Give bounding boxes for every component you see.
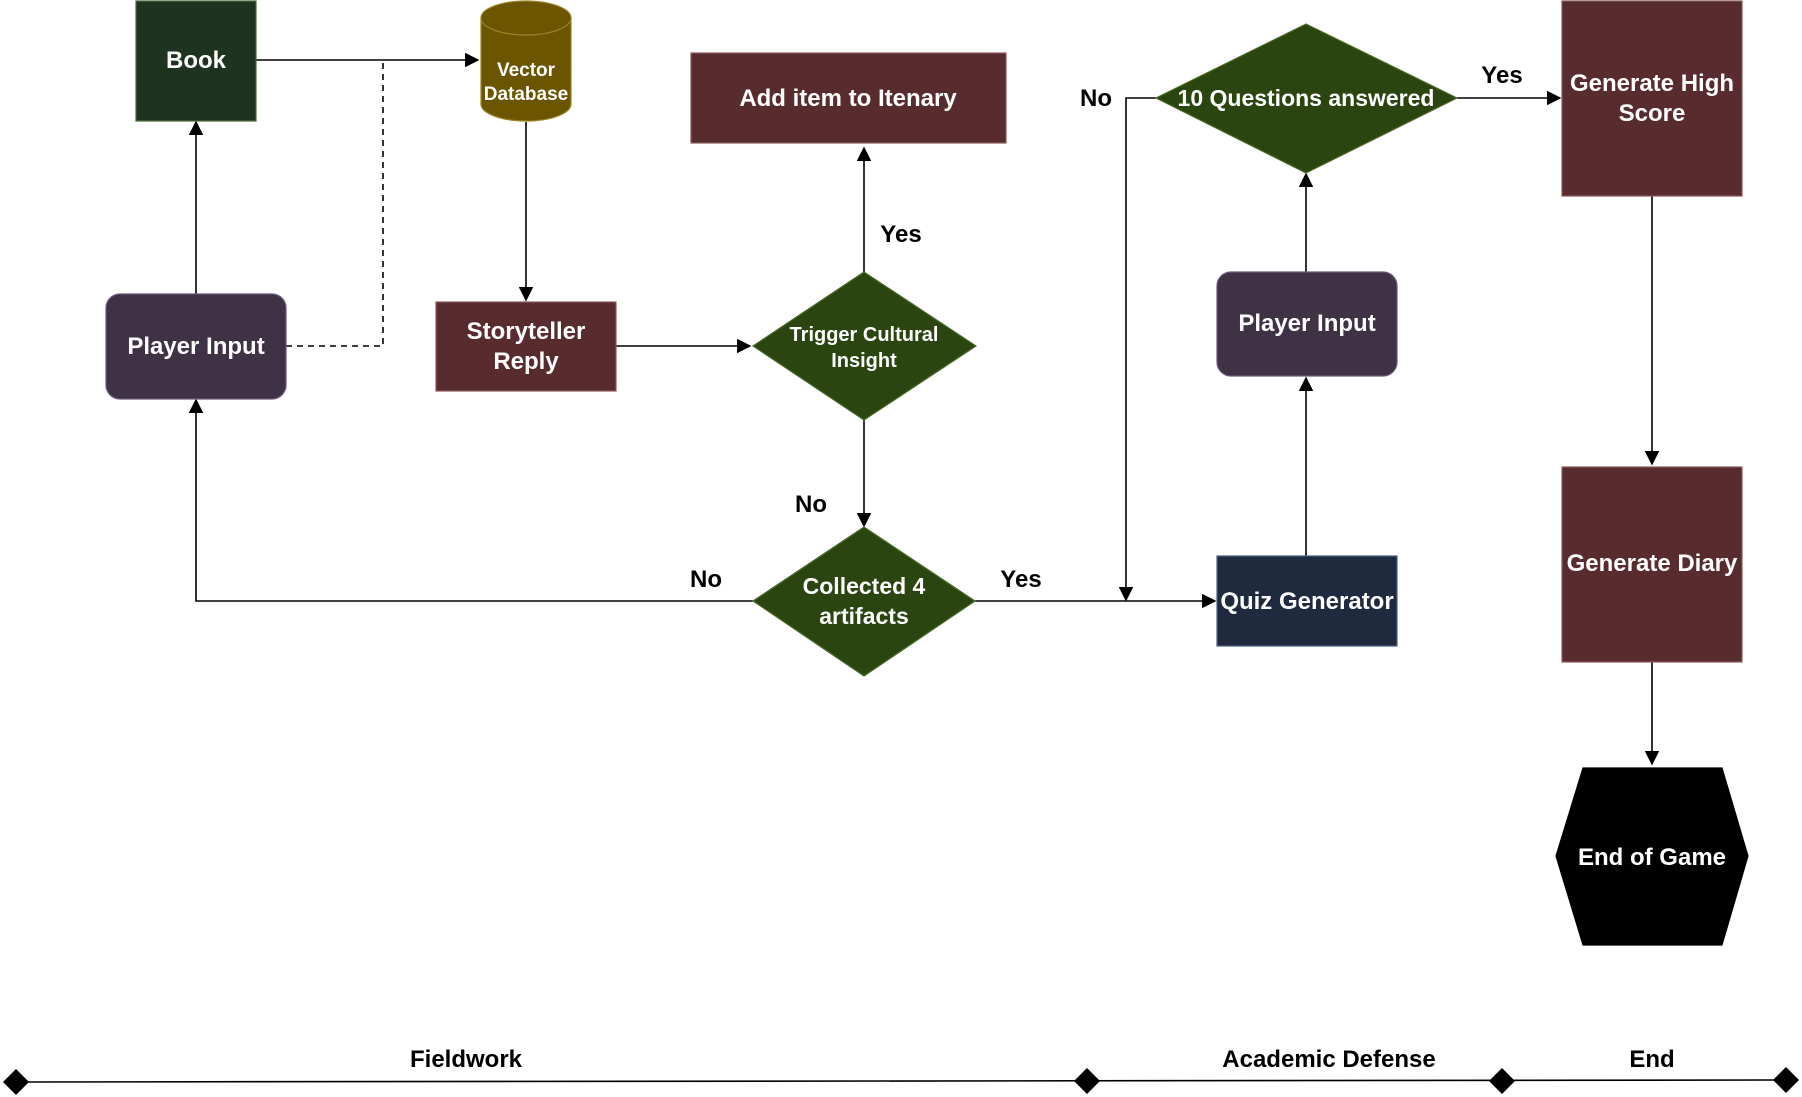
player-input-2-label: Player Input	[1238, 310, 1375, 337]
generate-diary-node: Generate Diary	[1561, 466, 1743, 663]
phase-label-end: End	[1629, 1046, 1674, 1073]
diary-box	[1561, 466, 1743, 663]
timeline-marker-fieldwork-end	[1074, 1068, 1100, 1094]
end-of-game-label: End of Game	[1578, 844, 1726, 871]
storyteller-reply-label-line2: Reply	[493, 348, 559, 375]
quiz-generator-label: Quiz Generator	[1220, 588, 1393, 615]
player-input-2-box	[1216, 271, 1398, 377]
timeline: Fieldwork Academic Defense End	[3, 1046, 1799, 1095]
player-input-1-label: Player Input	[127, 333, 264, 360]
questions-no-label: No	[1080, 85, 1112, 112]
trigger-diamond	[751, 271, 978, 421]
vector-database-node: Vector Database	[480, 0, 572, 122]
vector-db-top	[480, 0, 572, 36]
high-score-label-line1: Generate High	[1570, 70, 1734, 97]
edge-player-input-to-vector-db-dashed	[286, 60, 384, 347]
edge-questions-no-loop	[1118, 97, 1156, 602]
timeline-marker-academic-end	[1489, 1068, 1515, 1094]
trigger-label-line1: Trigger Cultural	[790, 324, 939, 346]
questions-diamond	[1154, 23, 1459, 174]
storyteller-reply-label-line1: Storyteller	[467, 318, 586, 345]
storyteller-reply-box	[435, 301, 617, 392]
storyteller-reply-node: Storyteller Reply	[435, 301, 617, 392]
generate-high-score-node: Generate High Score	[1561, 0, 1743, 197]
timeline-marker-end	[1773, 1067, 1799, 1093]
trigger-cultural-insight-node: Trigger Cultural Insight	[751, 271, 978, 421]
vector-db-label-line2: Database	[484, 84, 569, 105]
trigger-label-line2: Insight	[831, 350, 897, 372]
quiz-generator-box	[1216, 555, 1398, 647]
collected-label-line1: Collected 4	[803, 573, 926, 599]
book-node: Book	[135, 0, 257, 122]
timeline-marker-start	[3, 1069, 29, 1095]
high-score-label-line2: Score	[1619, 100, 1686, 127]
book-label: Book	[166, 47, 227, 74]
trigger-yes-label: Yes	[880, 221, 921, 248]
collected-artifacts-node: Collected 4 artifacts	[751, 526, 977, 677]
vector-db-body	[480, 18, 572, 122]
collected-diamond	[751, 526, 977, 677]
player-input-node-1: Player Input	[105, 293, 287, 400]
edge-collected-to-player-input	[188, 398, 753, 602]
diary-label: Generate Diary	[1567, 550, 1738, 577]
timeline-line	[15, 1079, 1787, 1083]
player-input-node-2: Player Input	[1216, 271, 1398, 377]
player-input-1-box	[105, 293, 287, 400]
add-item-node: Add item to Itenary	[690, 52, 1007, 144]
add-item-box	[690, 52, 1007, 144]
phase-label-fieldwork: Fieldwork	[410, 1046, 523, 1073]
high-score-box	[1561, 0, 1743, 197]
end-of-game-hexagon	[1555, 767, 1749, 946]
end-of-game-node: End of Game	[1555, 767, 1749, 946]
book-box	[135, 0, 257, 122]
phase-label-academic-defense: Academic Defense	[1222, 1046, 1435, 1073]
quiz-generator-node: Quiz Generator	[1216, 555, 1398, 647]
collected-no-label: No	[690, 566, 722, 593]
add-item-label: Add item to Itenary	[739, 85, 957, 112]
questions-answered-node: 10 Questions answered	[1154, 23, 1459, 174]
vector-db-label-line1: Vector	[497, 60, 556, 81]
questions-label: 10 Questions answered	[1178, 85, 1435, 111]
collected-yes-label: Yes	[1000, 566, 1041, 593]
collected-label-line2: artifacts	[819, 603, 908, 629]
questions-yes-label: Yes	[1481, 62, 1522, 89]
trigger-no-label: No	[795, 491, 827, 518]
edges	[188, 52, 1660, 766]
